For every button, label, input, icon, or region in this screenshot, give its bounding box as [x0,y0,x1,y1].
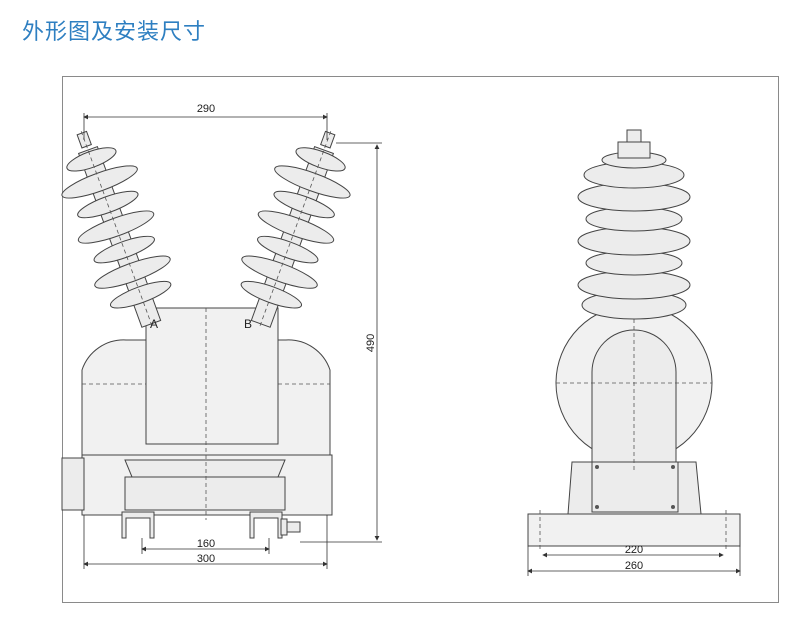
terminal-a-label: A [150,317,158,331]
dim-220: 220 [625,544,643,556]
page-title: 外形图及安装尺寸 [22,20,207,45]
front-view: A B 290 490 160 300 [61,103,382,569]
ground-bolt [285,521,301,533]
right-insulator [240,130,351,329]
side-view: 220 260 [527,129,741,576]
dim-290: 290 [197,103,215,115]
front-side-box [61,457,85,511]
left-insulator [61,130,172,329]
side-base-plate [527,513,741,547]
right-foot [249,511,283,539]
dim-490: 490 [365,334,377,352]
front-center-box [145,307,279,445]
side-insulator [577,129,691,320]
front-base-top-plate [124,459,286,478]
front-base-inner [124,476,286,511]
side-nameplate [591,461,679,513]
terminal-b-label: B [244,317,252,331]
drawing-frame [62,76,779,603]
dim-260: 260 [625,560,643,572]
dim-160: 160 [197,538,215,550]
dim-300: 300 [197,553,215,565]
left-foot [121,511,155,539]
